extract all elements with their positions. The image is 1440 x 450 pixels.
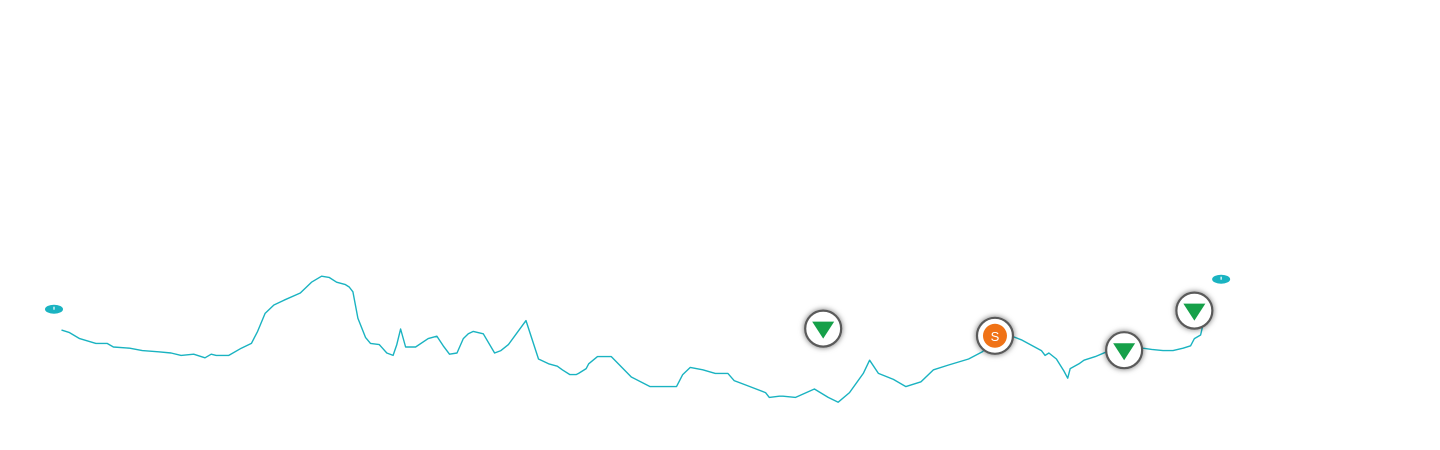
series-line-0 bbox=[61, 275, 1204, 403]
down-triangle-icon bbox=[1113, 343, 1136, 361]
start-point-marker bbox=[45, 304, 63, 314]
waypoint-marker-0 bbox=[804, 309, 843, 348]
waypoint-marker-1: S bbox=[975, 316, 1015, 355]
down-triangle-icon bbox=[812, 321, 835, 339]
end-point-marker bbox=[1212, 274, 1231, 284]
waypoint-marker-3 bbox=[1175, 291, 1214, 330]
waypoint-marker-2 bbox=[1105, 331, 1144, 370]
waypoint-label-1: S bbox=[991, 329, 1000, 344]
waypoint-layer: S bbox=[804, 291, 1214, 370]
waypoint-badge-1 bbox=[982, 323, 1007, 348]
down-triangle-icon bbox=[1183, 303, 1206, 321]
endpoint-layer bbox=[45, 274, 1231, 314]
series-layer bbox=[61, 275, 1204, 403]
